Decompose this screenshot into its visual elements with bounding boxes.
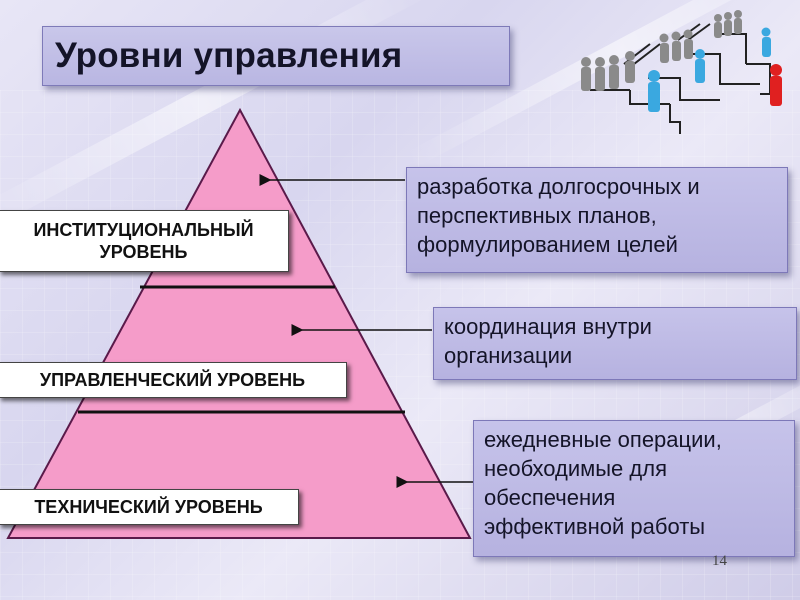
worker-figures bbox=[581, 10, 742, 91]
level-label-text: ТЕХНИЧЕСКИЙ УРОВЕНЬ bbox=[34, 497, 263, 517]
page-number: 14 bbox=[712, 553, 727, 569]
level-label-managerial: УПРАВЛЕНЧЕСКИЙ УРОВЕНЬ bbox=[0, 362, 347, 398]
description-line: формулированием целей bbox=[417, 232, 678, 257]
description-box-institutional: разработка долгосрочных и перспективных … bbox=[406, 167, 788, 273]
description-box-technical: ежедневные операции, необходимые для обе… bbox=[473, 420, 795, 557]
title-box: Уровни управления bbox=[42, 26, 510, 86]
org-chart-people-image bbox=[581, 10, 782, 134]
description-line: перспективных планов, bbox=[417, 203, 657, 228]
level-label-technical: ТЕХНИЧЕСКИЙ УРОВЕНЬ bbox=[0, 489, 299, 525]
level-label-text: ИНСТИТУЦИОНАЛЬНЫЙ bbox=[33, 220, 254, 240]
description-line: необходимые для bbox=[484, 456, 667, 481]
level-label-text: УРОВЕНЬ bbox=[99, 242, 188, 262]
level-label-text: УПРАВЛЕНЧЕСКИЙ УРОВЕНЬ bbox=[39, 370, 306, 390]
leader-figure bbox=[770, 64, 782, 106]
description-line: координация внутри bbox=[444, 314, 652, 339]
description-box-managerial: координация внутри организации bbox=[433, 307, 797, 380]
description-line: организации bbox=[444, 343, 573, 368]
pyramid-shape bbox=[6, 107, 472, 539]
description-line: разработка долгосрочных и bbox=[417, 174, 700, 199]
manager-figures bbox=[648, 27, 771, 112]
description-line: ежедневные операции, bbox=[484, 427, 722, 452]
description-line: обеспечения bbox=[484, 485, 616, 510]
level-label-institutional: ИНСТИТУЦИОНАЛЬНЫЙ УРОВЕНЬ bbox=[0, 210, 289, 272]
slide-title: Уровни управления bbox=[55, 36, 403, 75]
description-line: эффективной работы bbox=[484, 514, 706, 539]
